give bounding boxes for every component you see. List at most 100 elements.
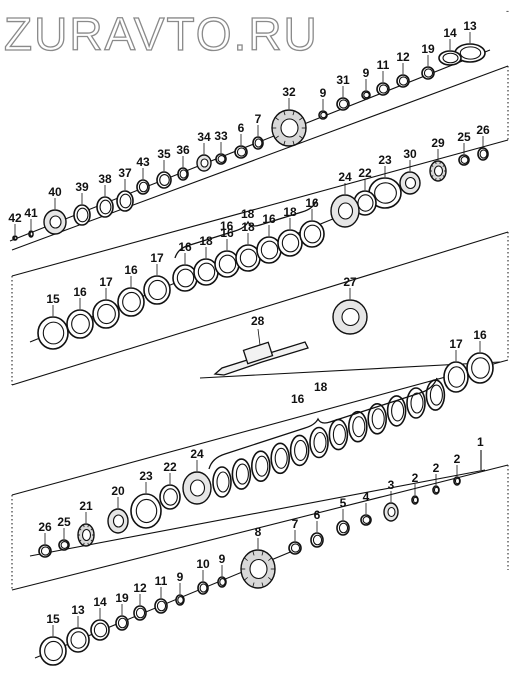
part-27-inner: [341, 307, 360, 327]
part-42-inner: [13, 236, 18, 240]
brace-row2-label-18: 18: [241, 207, 255, 221]
part-32-label: 32: [282, 85, 296, 99]
part-16-inner: [471, 357, 490, 379]
part-9: 9: [175, 570, 185, 606]
gear-tooth: [268, 577, 273, 581]
part-19-inner: [423, 68, 434, 78]
part-15: 15: [39, 612, 67, 666]
part-7: 7: [288, 517, 302, 555]
band-line-1: [11, 65, 509, 251]
part-5-label: 5: [340, 496, 347, 510]
row4-plate-inner: [274, 447, 288, 469]
row4-plate-inner: [235, 463, 249, 485]
part-10-label: 10: [196, 557, 210, 571]
gear-tooth: [442, 175, 445, 178]
part-9-inner: [177, 596, 184, 604]
part-8-label: 8: [255, 525, 262, 539]
part-18: 18: [235, 220, 261, 272]
part-33-inner: [217, 155, 226, 163]
part-25: 25: [457, 130, 471, 166]
part-25-inner: [460, 156, 469, 164]
part-32-inner: [280, 118, 299, 138]
band-line-2: [11, 139, 509, 277]
part-6-inner: [236, 147, 247, 157]
part-24-inner: [189, 479, 206, 497]
part-3-inner: [387, 506, 396, 518]
part-2: 2: [432, 461, 440, 495]
part-16: 16: [256, 212, 282, 264]
row4-plate-inner: [410, 392, 424, 414]
part-3-label: 3: [388, 478, 395, 492]
part-6-label: 6: [238, 121, 245, 135]
part-38: 38: [96, 172, 114, 218]
part-17-inner: [97, 303, 116, 325]
part-13: 13: [66, 603, 90, 653]
part-15-inner: [42, 321, 65, 345]
part-9-label: 9: [320, 86, 327, 100]
part-34-label: 34: [197, 130, 211, 144]
part-11-inner: [156, 600, 167, 612]
part-35-label: 35: [157, 147, 171, 161]
part-21-label: 21: [79, 499, 93, 513]
part-41-inner: [29, 231, 34, 237]
part-18-label: 18: [283, 205, 297, 219]
part-9: 9: [217, 552, 227, 588]
part-16: 16: [66, 285, 94, 339]
part-40-label: 40: [48, 185, 62, 199]
gear-tooth: [83, 524, 85, 528]
row4-plate: [386, 395, 407, 427]
gear-tooth: [431, 164, 434, 167]
part-14-label: 14: [443, 26, 457, 40]
gear-tooth: [268, 557, 273, 561]
part-17-label: 17: [150, 251, 164, 265]
parts-layer: 1314191211931932763334363543373839404142…: [8, 19, 494, 666]
part-21-inner: [81, 528, 92, 542]
row4-plate: [212, 466, 232, 498]
gear-tooth: [431, 175, 434, 178]
row4-plate-inner: [313, 431, 327, 454]
part-39: 39: [73, 180, 91, 226]
part-12: 12: [396, 50, 410, 88]
row4-plate: [289, 434, 310, 467]
part-42: 42: [8, 211, 22, 241]
brace-row2-label-16: 16: [220, 219, 234, 233]
part-22-label: 22: [163, 460, 177, 474]
part-8-inner: [249, 558, 268, 580]
part-39-inner: [76, 207, 89, 223]
part-31-label: 31: [336, 73, 350, 87]
part-29-label: 29: [431, 136, 445, 150]
part-19-label: 19: [115, 591, 129, 605]
part-41: 41: [24, 206, 38, 238]
part-40-inner: [49, 215, 62, 229]
row4-plate: [250, 450, 271, 483]
part-40: 40: [43, 185, 67, 235]
part-35: 35: [156, 147, 172, 189]
part-26: 26: [38, 520, 52, 558]
gear-tooth: [292, 110, 295, 116]
part-12-inner: [135, 607, 146, 619]
part-13-inner: [70, 631, 87, 649]
part-42-label: 42: [8, 211, 22, 225]
gear-tooth: [83, 542, 85, 546]
part-30-label: 30: [403, 147, 417, 161]
gear-tooth: [435, 161, 437, 164]
part-2-inner: [412, 496, 419, 504]
part-17: 17: [443, 337, 469, 393]
part-2: 2: [411, 471, 419, 505]
part-2: 2: [453, 452, 461, 486]
part-16-label: 16: [305, 196, 319, 210]
gear-tooth: [283, 110, 286, 116]
part-25-label: 25: [57, 515, 71, 529]
watermark-text: ZURAVTO.RU: [4, 8, 319, 60]
part-16-label: 16: [73, 285, 87, 299]
part-23-label: 23: [378, 153, 392, 167]
row4-plate-inner: [255, 455, 269, 477]
row4-plate: [367, 402, 388, 435]
brace-row4-label-16: 16: [291, 392, 305, 406]
part-24: 24: [330, 170, 360, 228]
part-5-inner: [338, 522, 349, 534]
part-2-inner: [433, 486, 440, 494]
part-23-inner: [135, 498, 158, 524]
part-17: 17: [92, 275, 120, 329]
part-12-label: 12: [133, 581, 147, 595]
